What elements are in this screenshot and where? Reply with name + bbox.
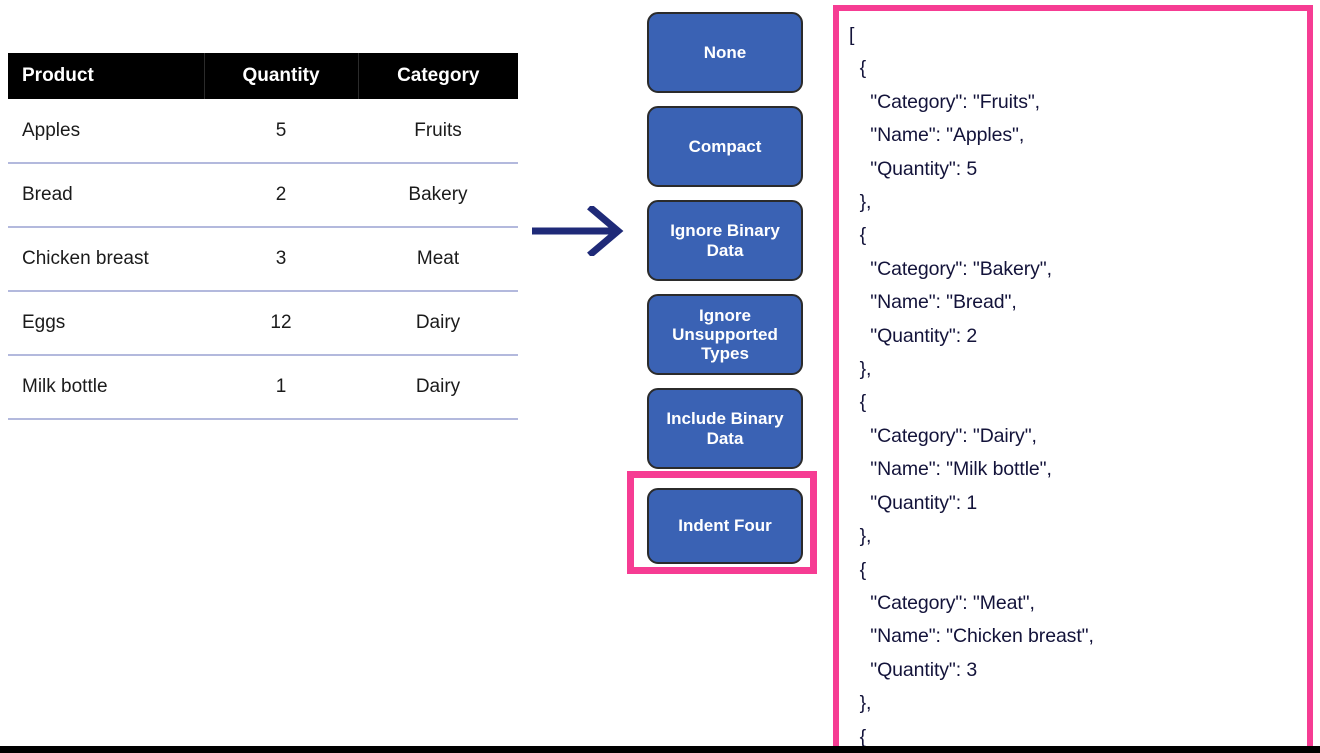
option-label: Compact — [688, 136, 762, 156]
cell-quantity: 1 — [204, 355, 358, 420]
cell-category: Bakery — [358, 163, 518, 228]
cell-product: Bread — [8, 163, 204, 228]
option-label: Indent Four — [678, 516, 772, 536]
cell-category: Dairy — [358, 291, 518, 356]
selected-option-highlight: Indent Four — [627, 471, 817, 574]
option-button-none[interactable]: None — [647, 12, 803, 93]
inventory-table: Product Quantity Category Apples 5 Fruit… — [8, 53, 518, 420]
column-header-product: Product — [8, 53, 205, 99]
option-button-indent-four[interactable]: Indent Four — [647, 488, 803, 564]
column-header-category: Category — [358, 53, 518, 99]
json-output-panel: [ { "Category": "Fruits", "Name": "Apple… — [833, 5, 1313, 747]
cell-quantity: 5 — [204, 99, 358, 164]
cell-product: Apples — [8, 99, 204, 164]
table-row: Eggs 12 Dairy — [8, 291, 518, 356]
cell-category: Dairy — [358, 355, 518, 420]
option-button-ignore-binary-data[interactable]: Ignore Binary Data — [647, 200, 803, 281]
option-button-include-binary-data[interactable]: Include Binary Data — [647, 388, 803, 469]
cell-quantity: 2 — [204, 163, 358, 228]
option-label: None — [703, 42, 747, 62]
cell-product: Chicken breast — [8, 227, 204, 292]
column-header-quantity: Quantity — [204, 53, 359, 99]
table-row: Milk bottle 1 Dairy — [8, 355, 518, 420]
cell-category: Fruits — [358, 99, 518, 164]
table-row: Bread 2 Bakery — [8, 163, 518, 228]
table-body: Apples 5 Fruits Bread 2 Bakery Chicken b… — [8, 99, 518, 420]
right-arrow-icon — [530, 204, 626, 258]
table-header: Product Quantity Category — [8, 53, 518, 99]
bottom-divider-bar — [0, 746, 1320, 753]
cell-product: Eggs — [8, 291, 204, 356]
cell-quantity: 12 — [204, 291, 358, 356]
option-label: Ignore Binary Data — [670, 221, 780, 260]
cell-quantity: 3 — [204, 227, 358, 292]
json-output-text: [ { "Category": "Fruits", "Name": "Apple… — [849, 24, 1094, 747]
cell-product: Milk bottle — [8, 355, 204, 420]
option-label: Include Binary Data — [666, 409, 784, 448]
product-inventory-table: Product Quantity Category Apples 5 Fruit… — [8, 53, 518, 420]
option-label: Ignore Unsupported Types — [672, 305, 778, 364]
table-row: Chicken breast 3 Meat — [8, 227, 518, 292]
cell-category: Meat — [358, 227, 518, 292]
option-button-ignore-unsupported-types[interactable]: Ignore Unsupported Types — [647, 294, 803, 375]
option-button-compact[interactable]: Compact — [647, 106, 803, 187]
table-row: Apples 5 Fruits — [8, 99, 518, 164]
table-header-row: Product Quantity Category — [8, 53, 518, 99]
serialization-options-list: None Compact Ignore Binary Data Ignore U… — [647, 12, 803, 482]
